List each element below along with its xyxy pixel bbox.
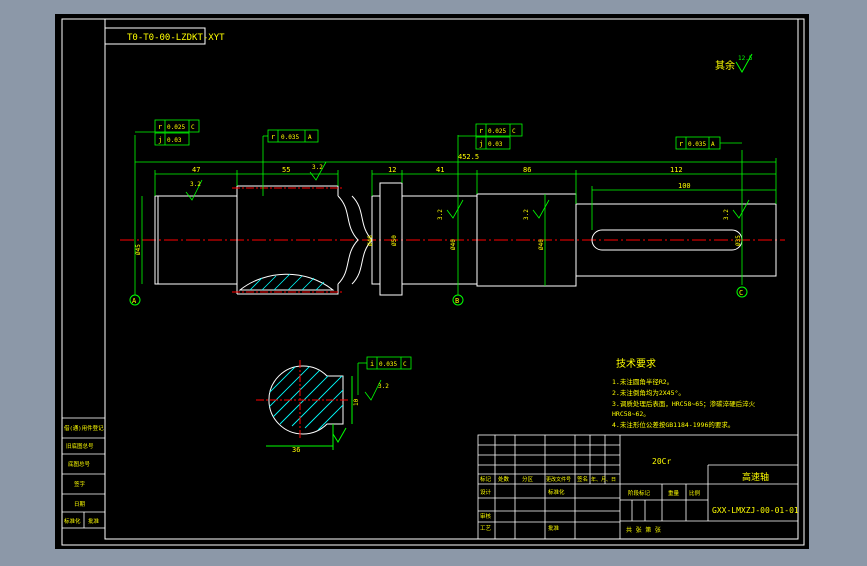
tol-left-1-sym: r [158, 123, 162, 131]
fit-roughness-icon [735, 53, 753, 73]
note-item-1: 1.未注圆角半径R2。 [612, 377, 673, 386]
datum-c: C [739, 289, 743, 297]
inner-frame [104, 18, 799, 540]
tb-row-label-3: 分区 [522, 475, 534, 483]
tolerance-frames [135, 119, 742, 395]
note-item-3: 3.调质处理后表面，HRC58~65；渗碳淬硬后淬火 [612, 399, 756, 408]
gear-hatch [249, 273, 325, 291]
rough-6: 3.2 [378, 383, 389, 390]
dia-2: Ø46 [367, 235, 374, 246]
dia-1: Ø45 [135, 244, 142, 255]
tb-sheets: 共 张 第 张 [626, 526, 661, 534]
tb-design: 设计 [480, 488, 492, 496]
fit-roughness: 12.5 [738, 55, 753, 62]
tol-right-2-sym: j [479, 140, 483, 148]
dia-3: Ø50 [391, 235, 398, 246]
side-bottom-2: 批准 [88, 517, 100, 525]
dim-41: 41 [436, 166, 444, 174]
datum-markers [129, 286, 748, 306]
side-block [61, 417, 106, 529]
dim-112: 112 [670, 166, 683, 174]
tol-right-1-val: 0.025 [488, 128, 506, 135]
drawing-sheet [55, 14, 809, 549]
tb-approve: 批准 [548, 524, 560, 532]
tb-review: 审核 [480, 512, 492, 520]
tol-right-1-ref: C [512, 128, 516, 135]
fit-note: 其余 [715, 59, 735, 72]
tol-far-val: 0.035 [688, 141, 706, 148]
side-label-3: 底图总号 [68, 460, 91, 468]
tol-left-1-ref: C [191, 124, 195, 131]
side-bottom-1: 标准化 [64, 517, 81, 525]
side-label-1: 借(通)用件登记 [64, 424, 104, 432]
tol-sect-val: 0.035 [379, 361, 397, 368]
tb-drawing-no: GXX-LMXZJ-00-01-01 [712, 506, 799, 515]
side-label-2: 旧底图总号 [66, 442, 94, 450]
tb-material: 20Cr [652, 457, 671, 466]
datum-a: A [132, 297, 137, 305]
rough-3: 3.2 [437, 209, 444, 220]
tb-row-label-6: 年、月、日 [591, 476, 616, 483]
tol-right-2-val: 0.03 [488, 141, 503, 148]
tol-left-2-val: 0.03 [167, 137, 182, 144]
dia-4: Ø40 [450, 239, 457, 250]
tol-sect-sym: i [370, 360, 374, 368]
title-block [477, 434, 799, 540]
dia-5: Ø40 [538, 239, 545, 250]
shaft-outline [154, 182, 777, 296]
sect-dim-h: 10 [353, 398, 360, 406]
tb-standard: 标准化 [548, 488, 565, 496]
tb-row-label-1: 标记 [480, 475, 492, 483]
roughness-icons [185, 161, 750, 401]
dim-55: 55 [282, 166, 290, 174]
tol-left-1-val: 0.025 [167, 124, 185, 131]
tol-far-ref: A [711, 141, 715, 148]
tol-sect-ref: C [403, 361, 407, 368]
dim-47: 47 [192, 166, 200, 174]
rough-1: 3.2 [190, 181, 201, 188]
tol-right-1-sym: r [479, 127, 483, 135]
note-item-4: HRC58~62。 [612, 410, 650, 418]
datum-b: B [455, 297, 459, 305]
dia-6: Ø35 [735, 235, 742, 246]
tol-left-2-sym: j [158, 136, 162, 144]
tol-far-sym: r [679, 140, 683, 148]
section-view [256, 360, 353, 450]
dimension-lines [134, 135, 777, 295]
tb-scale: 比例 [689, 489, 701, 497]
dim-12: 12 [388, 166, 396, 174]
tol-mid-val: 0.035 [281, 134, 299, 141]
side-label-4: 签字 [74, 480, 86, 488]
dim-overall: 452.5 [458, 153, 479, 161]
notes-title: 技术要求 [616, 357, 656, 370]
tol-mid-sym: r [271, 133, 275, 141]
rough-5: 3.2 [723, 209, 730, 220]
tb-stage-mark: 阶段标记 [628, 489, 651, 497]
dim-100: 100 [678, 182, 691, 190]
tb-row-label-2: 处数 [498, 475, 510, 483]
tb-weight: 重量 [668, 489, 680, 497]
rough-2: 3.2 [312, 164, 323, 171]
note-item-2: 2.未注倒角均为2X45°。 [612, 388, 685, 397]
tb-row-label-4: 更改文件号 [546, 476, 571, 483]
top-code: T0-T0-00-LZDKT-XYT [127, 33, 225, 43]
dim-86: 86 [523, 166, 531, 174]
side-label-5: 日期 [74, 501, 86, 508]
tb-row-label-5: 签名 [577, 475, 588, 483]
tb-part-name: 高速轴 [742, 471, 769, 483]
tb-process: 工艺 [480, 525, 492, 532]
rough-4: 3.2 [523, 209, 530, 220]
top-code-box [104, 27, 206, 45]
note-item-5: 4.未注形位公差按GB1184-1996的要求。 [612, 420, 734, 429]
sect-dim-w: 36 [292, 446, 300, 454]
tol-mid-ref: A [308, 134, 312, 141]
